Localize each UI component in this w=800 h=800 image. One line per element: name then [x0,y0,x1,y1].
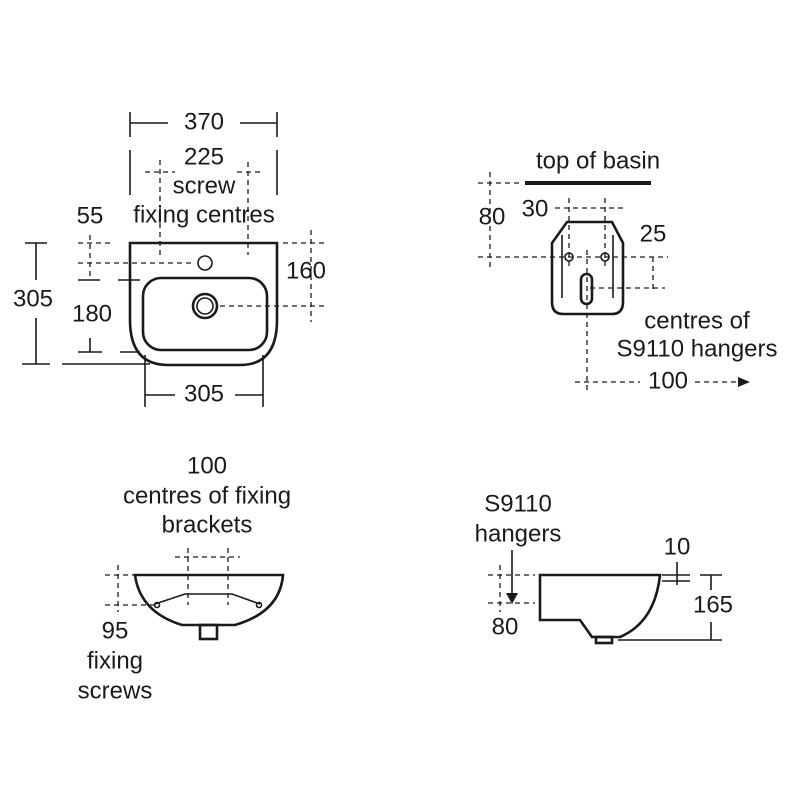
dim-100-brackets: 100 [187,452,227,479]
dim-overall-width: 370 [184,108,224,135]
basin-rear-outline [133,573,285,627]
dim-bowl-width: 305 [184,380,224,407]
dim-10: 10 [664,533,691,560]
centres-of-label: centres of [644,307,750,334]
brackets-label: brackets [162,511,253,538]
dim-80: 80 [479,203,506,230]
rear-view: 100 centres of fixing brackets 95 fixing… [78,452,291,704]
waste-outlet [191,292,219,320]
dim-25: 25 [640,220,667,247]
s9110-label: S9110 [484,490,552,517]
waste-spigot [198,623,219,641]
fixing-centres-label: fixing centres [133,201,274,228]
hanger-view: top of basin 80 30 25 centres of S9110 h… [478,147,778,394]
arrow-down-icon [506,593,518,604]
centres-of-fixing-label: centres of fixing [123,482,291,509]
basin-side-profile [538,573,662,639]
basin-outline [128,241,279,367]
dim-165: 165 [693,591,733,618]
s9110-hangers-label: S9110 hangers [616,335,777,362]
bowl-outline [141,276,269,352]
side-view: S9110 hangers 80 10 165 [475,490,733,645]
dim-overall-height: 305 [13,285,53,312]
side-waste-spigot [594,635,614,645]
dim-30: 30 [522,195,549,222]
screws-label: screws [78,677,153,704]
dim-95: 95 [102,617,129,644]
fixing-label: fixing [87,647,143,674]
top-of-basin-label: top of basin [536,147,660,174]
hanger-bracket [550,220,625,316]
screw-label: screw [173,172,236,199]
dim-100: 100 [648,367,688,394]
dim-160: 160 [286,257,326,284]
dim-screw-centres: 225 [184,143,224,170]
tap-hole [197,255,213,271]
front-view: 370 225 screw fixing centres 55 160 305 … [13,108,326,407]
arrow-right-icon [738,377,750,387]
dim-80-side: 80 [492,613,519,640]
dim-55: 55 [77,202,104,229]
dim-180: 180 [72,300,112,327]
hangers-label: hangers [475,520,562,547]
